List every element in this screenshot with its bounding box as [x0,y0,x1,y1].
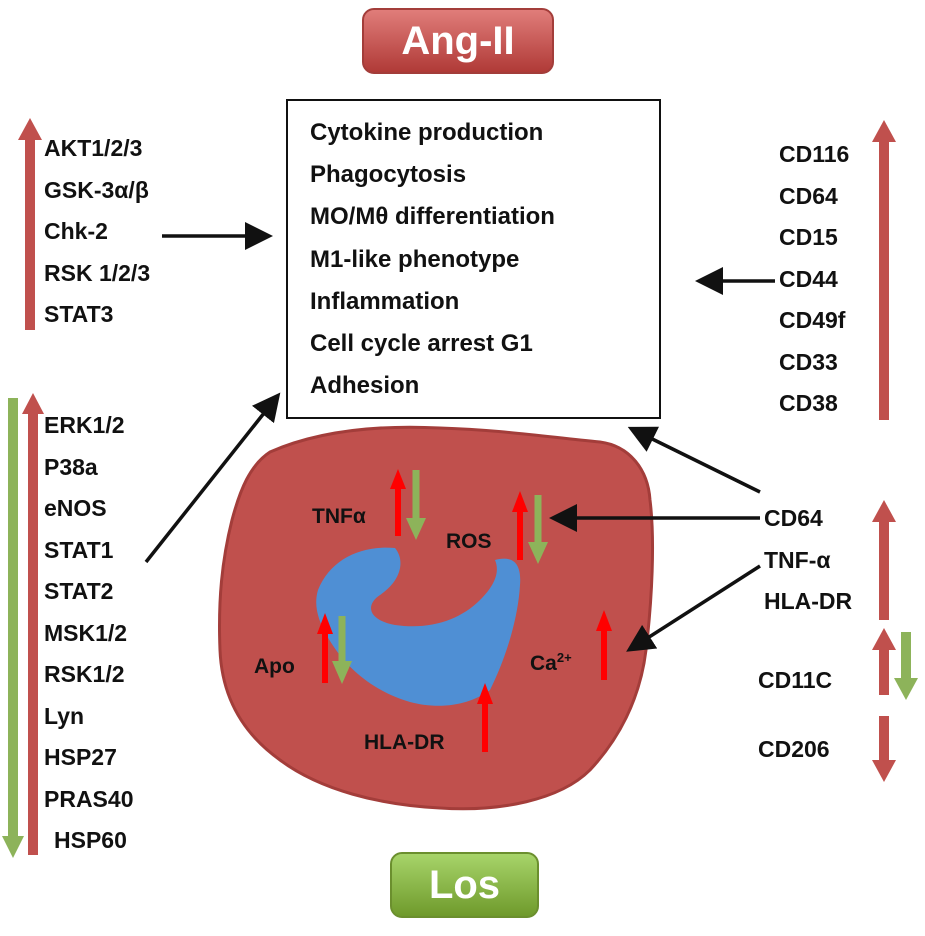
marker-label: CD44 [779,265,838,292]
cd206-label: CD206 [758,736,830,762]
right-top-up-arrowhead [872,120,896,142]
cell-label-ros: ROS [446,530,492,553]
marker-label: HSP27 [44,744,117,770]
cell-label-ca: Ca2+ [530,650,572,676]
marker-label: CD33 [779,348,838,375]
marker-label: CD38 [779,390,838,416]
marker-label: STAT1 [44,536,114,563]
effect-item: M1-like phenotype [310,246,520,273]
marker-label: RSK1/2 [44,661,125,687]
effect-item: Cytokine production [310,119,544,146]
cell-label-tnfa: TNFα [312,505,366,528]
marker-label: TNF-α [764,546,831,573]
marker-label: RSK 1/2/3 [44,259,151,286]
cell-body [218,425,655,811]
right-mid-group: CD64 TNF-α HLA-DR [764,498,852,623]
marker-label: MSK1/2 [44,619,128,646]
marker-label: STAT3 [44,301,114,327]
marker-label: Chk-2 [44,218,108,244]
cell-label-ca-text: Ca [530,652,557,675]
marker-label: AKT1/2/3 [44,135,143,161]
marker-label: ERK1/2 [44,412,125,438]
marker-label: CD15 [779,224,838,250]
marker-label: PRAS40 [44,785,134,812]
marker-label: CD64 [764,505,823,531]
effect-item: Phagocytosis [310,161,467,188]
marker-label: Lyn [44,702,85,729]
effect-item: Cell cycle arrest G1 [310,330,533,357]
marker-label: eNOS [44,495,107,521]
cd11c-up-arrowhead [872,628,896,650]
angii-label: Ang-II [362,8,554,74]
cd11c-label: CD11C [758,667,833,693]
effect-item: Inflammation [310,288,460,315]
marker-label: CD116 [779,141,850,167]
marker-label: STAT2 [44,578,114,604]
marker-label: P38a [44,453,98,480]
marker-label: HLA-DR [764,588,853,614]
arrow-cd64-to-box [627,426,761,494]
cell-label-hladr: HLA-DR [364,731,445,754]
right-up-group: CD116 CD64 CD15 CD44 CD49f CD33 CD38 [779,134,849,425]
cell-label-ca-sup: 2+ [556,650,572,665]
left-updown-group: ERK1/2 P38a eNOS STAT1 STAT2 MSK1/2 RSK1… [44,405,133,862]
effects-box: Cytokine production Phagocytosis MO/Mθ d… [286,99,661,419]
los-label: Los [390,852,539,918]
left-red-up-arrowhead [22,393,44,414]
left-top-up-arrowhead [18,118,42,140]
cell-label-apo: Apo [254,655,295,678]
arrow-tnfa-to-ca [626,564,761,652]
marker-label: HSP60 [54,827,127,853]
cd11c-down-arrowhead [894,678,918,700]
marker-label: CD64 [779,182,838,209]
marker-label: CD49f [779,307,846,333]
marker-label: GSK-3α/β [44,176,149,203]
left-green-down-arrowhead [2,836,24,858]
effect-item: MO/Mθ differentiation [310,203,555,230]
cell-nucleus [316,547,521,706]
effect-item: Adhesion [310,372,420,399]
cd206-down-arrowhead [872,760,896,782]
left-up-group: AKT1/2/3 GSK-3α/β Chk-2 RSK 1/2/3 STAT3 [44,128,150,336]
arrow-left-bottom-to-box [144,392,281,564]
right-mid-up-arrowhead [872,500,896,522]
